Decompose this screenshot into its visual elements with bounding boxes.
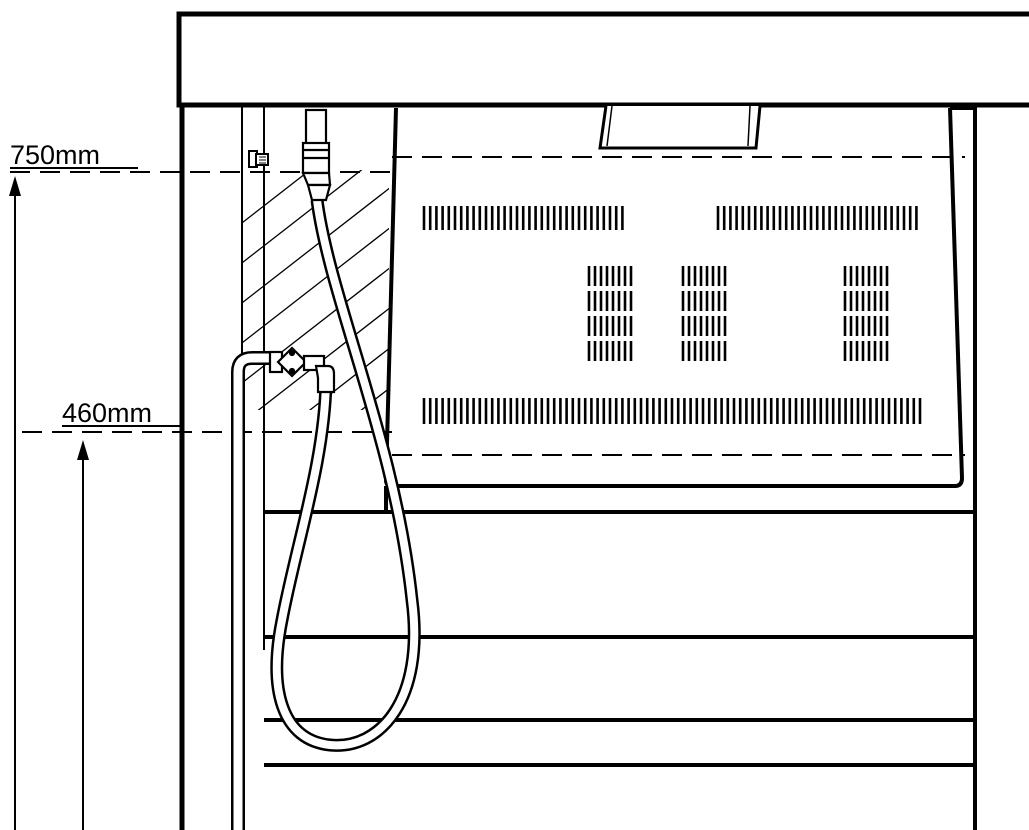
tap-connector bbox=[301, 108, 332, 202]
countertop bbox=[176, 11, 1029, 108]
label-750mm: 750mm bbox=[10, 140, 100, 170]
wall-screw bbox=[248, 150, 269, 168]
water-hose bbox=[270, 199, 421, 752]
hatched-area bbox=[241, 170, 389, 410]
dimension-arrow-750 bbox=[9, 176, 21, 830]
drain-pipe bbox=[231, 351, 282, 830]
ventilation-slots bbox=[422, 206, 922, 424]
drain-connector bbox=[268, 346, 336, 394]
label-460mm: 460mm bbox=[62, 398, 152, 428]
plinth-panels bbox=[264, 486, 975, 767]
dimension-arrow-460 bbox=[77, 440, 89, 830]
